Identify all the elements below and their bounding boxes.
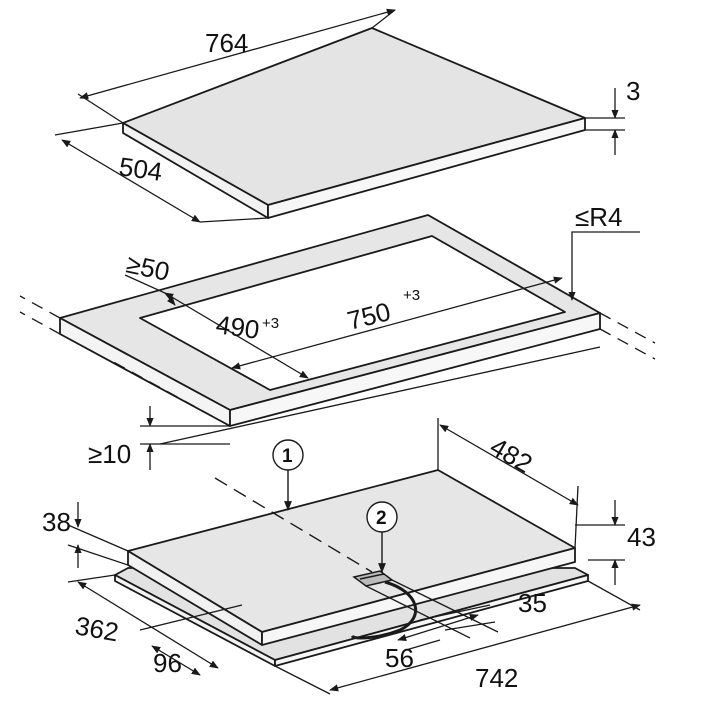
dim-base-depth-front-label: 362: [73, 610, 121, 647]
glass-top-panel: [122, 27, 586, 219]
worktop-frame: [59, 214, 601, 427]
dim-glass-width: [77, 8, 396, 124]
callout-1: [214, 439, 373, 573]
callout-1-number: 1: [282, 446, 293, 467]
dim-base-height-right: [575, 500, 625, 585]
dim-base-offset-front-label: 96: [153, 648, 182, 678]
dim-glass-thickness-label: 3: [626, 76, 640, 106]
dim-base-height-left-label: 38: [42, 507, 71, 537]
dim-glass-width-label: 764: [205, 28, 248, 58]
dim-base-depth-label: 482: [485, 431, 538, 479]
glass-top-surface: [122, 27, 586, 206]
dim-cutout-width-label: 750: [344, 296, 393, 336]
worktop-surface: [59, 214, 601, 411]
dim-glass-depth-label: 504: [117, 151, 164, 187]
dim-min-front-edge-label: ≥50: [124, 249, 172, 287]
callout-2-number: 2: [376, 508, 387, 529]
dim-cutout-width: [231, 276, 563, 370]
callout-2: [366, 501, 398, 573]
dim-base-height-left: [67, 502, 129, 568]
dim-corner-radius: [568, 231, 640, 301]
dim-base-width: [274, 580, 641, 695]
dim-base-width-label: 742: [475, 663, 518, 693]
dim-base-height-right-label: 43: [627, 522, 656, 552]
dim-base-depth: [437, 418, 579, 549]
dim-corner-radius-label: ≤R4: [575, 202, 623, 232]
dim-cutout-depth-tolerance: +3: [262, 315, 279, 332]
dim-glass-depth: [54, 122, 269, 223]
worktop-side-edge: [229, 312, 601, 427]
dim-min-rear-edge: [140, 346, 601, 470]
dim-cutout-width-tolerance: +3: [403, 287, 420, 304]
dim-connection-offset-label: 35: [518, 588, 547, 618]
dim-base-offset-front: [139, 604, 243, 676]
dim-min-rear-edge-label: ≥10: [88, 439, 131, 469]
dim-glass-thickness: [585, 88, 625, 155]
dim-cutout-depth-label: 490: [214, 309, 261, 345]
